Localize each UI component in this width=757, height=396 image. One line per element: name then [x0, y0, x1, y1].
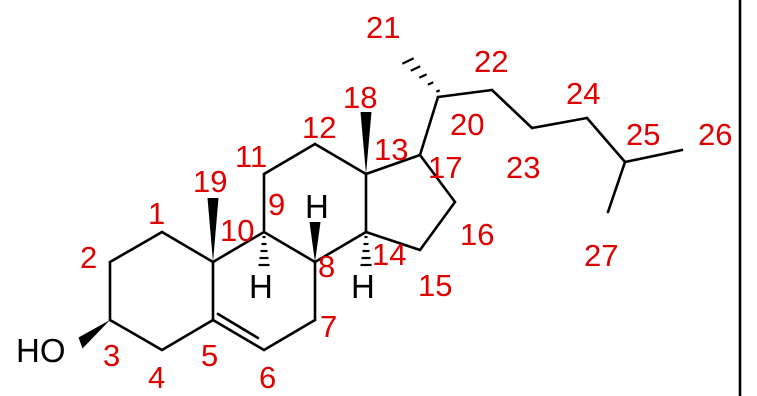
locant-6: 6: [259, 360, 276, 395]
hydroxyl-wedge: [78, 320, 110, 349]
h9-hash: [258, 235, 270, 267]
locant-10: 10: [220, 213, 254, 248]
locant-17: 17: [428, 150, 462, 185]
hydroxyl-label: HO: [16, 332, 66, 369]
locant-20: 20: [450, 107, 484, 142]
locant-22: 22: [474, 44, 508, 79]
locant-19: 19: [193, 164, 227, 199]
locant-24: 24: [566, 76, 600, 111]
locant-18: 18: [343, 80, 377, 115]
h10-label: H: [249, 268, 273, 305]
locant-9: 9: [268, 187, 285, 222]
locant-14: 14: [372, 237, 406, 272]
locant-labels: 1 2 3 4 5 6 7 8 9 10 11 12 13 14 15 16 1…: [80, 10, 732, 395]
locant-4: 4: [148, 360, 165, 395]
ring-b-bonds: [211, 230, 317, 352]
h14-label: H: [351, 268, 375, 305]
locant-26: 26: [698, 117, 732, 152]
stereo-wedges: [78, 112, 372, 349]
locant-7: 7: [320, 309, 337, 344]
ring-a-bonds: [108, 230, 215, 352]
h8-wedge: [309, 222, 321, 262]
locant-16: 16: [460, 217, 494, 252]
locant-12: 12: [302, 110, 336, 145]
locant-13: 13: [374, 132, 408, 167]
methyl-19-wedge: [207, 198, 219, 262]
h14-hash: [360, 235, 372, 267]
locant-3: 3: [103, 338, 120, 373]
ring-c-bonds: [262, 142, 368, 264]
methyl-18-wedge: [360, 112, 372, 174]
methyl-21-hash: [401, 57, 441, 93]
locant-5: 5: [201, 338, 218, 373]
locant-25: 25: [626, 117, 660, 152]
locant-15: 15: [418, 268, 452, 303]
locant-11: 11: [235, 139, 267, 174]
locant-27: 27: [584, 238, 618, 273]
locant-2: 2: [80, 240, 97, 275]
atom-labels: HO H H H: [16, 188, 375, 369]
locant-23: 23: [506, 150, 540, 185]
locant-1: 1: [148, 196, 165, 231]
locant-8: 8: [318, 249, 335, 284]
double-bond-c5-c6: [216, 312, 260, 340]
ring-d-bonds: [364, 153, 457, 252]
stereo-hashes: [258, 57, 441, 267]
locant-21: 21: [366, 10, 400, 45]
side-chain-bonds: [418, 88, 684, 214]
h9-label: H: [305, 188, 329, 225]
